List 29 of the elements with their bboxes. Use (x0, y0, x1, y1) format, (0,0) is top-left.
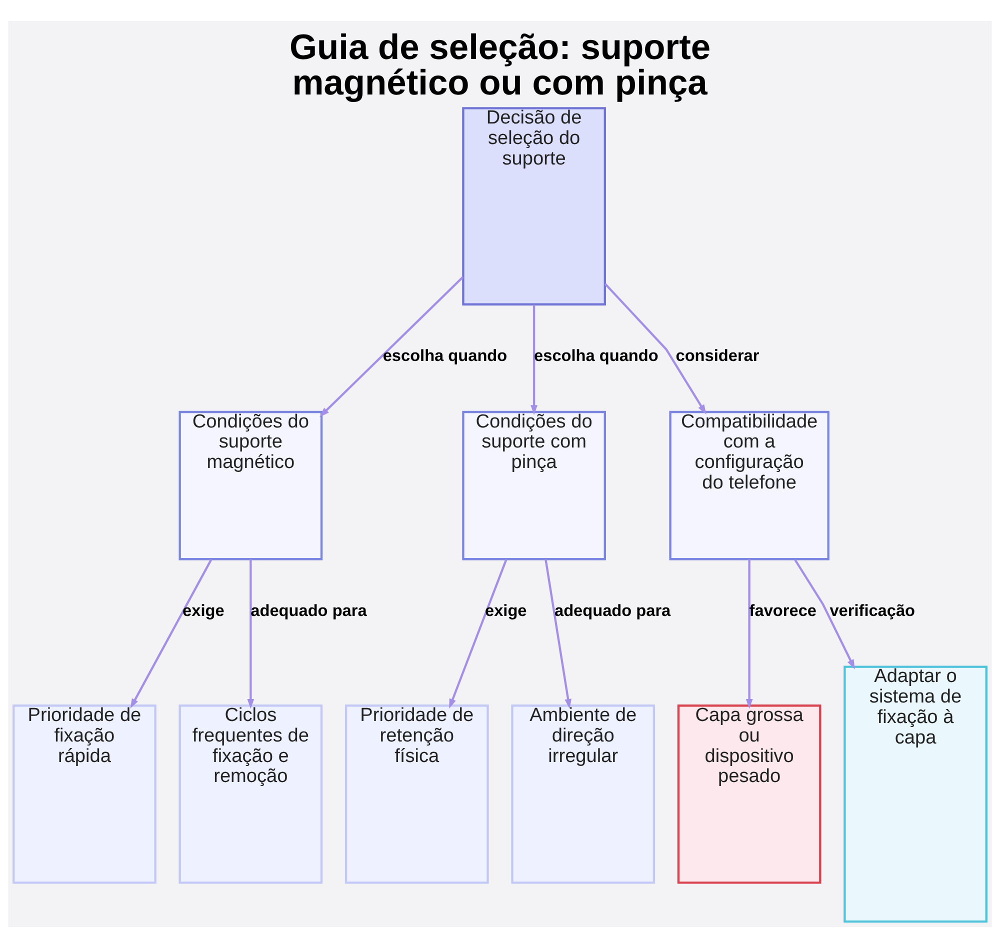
node-box: Condições do suporte com pinça (462, 410, 606, 560)
arrow (544, 559, 572, 709)
arrow (530, 304, 538, 416)
arrow (794, 559, 855, 670)
arrow (604, 283, 706, 414)
edge-label: escolha quando (382, 347, 508, 366)
edge-label: exige (182, 602, 224, 620)
node-box: Decisão de seleção do suporte (462, 107, 606, 306)
node-box: Ambiente de direção irregular (511, 704, 656, 884)
node-box: Prioridade de fixação rápida (12, 704, 156, 884)
edge-label: verificação (830, 602, 916, 620)
edge-label: considerar (676, 347, 760, 366)
arrow (247, 559, 254, 709)
arrow (746, 559, 753, 709)
edge-label: escolha quando (534, 347, 658, 366)
node-box: Prioridade de retenção física (344, 704, 489, 884)
arrow (319, 276, 464, 418)
arrow (449, 559, 508, 709)
node-box: Capa grossa ou dispositivo pesado (677, 704, 822, 884)
node-box: Condições do suporte magnético (178, 410, 323, 560)
edge-label: favorece (749, 602, 816, 620)
edge-label: exige (485, 602, 527, 620)
node-box: Compatibilidade com a configuração do telefone (669, 410, 830, 560)
node-box: Ciclos frequentes de fixação e remoção (178, 704, 323, 884)
edge-label: adequado para (554, 602, 671, 620)
edge-label: adequado para (250, 602, 367, 620)
arrow (130, 558, 212, 708)
node-box: Adaptar o sistema de fixação à capa (844, 666, 988, 923)
diagram-title: Guia de seleção: suporte magnético ou com pinça (290, 26, 711, 102)
